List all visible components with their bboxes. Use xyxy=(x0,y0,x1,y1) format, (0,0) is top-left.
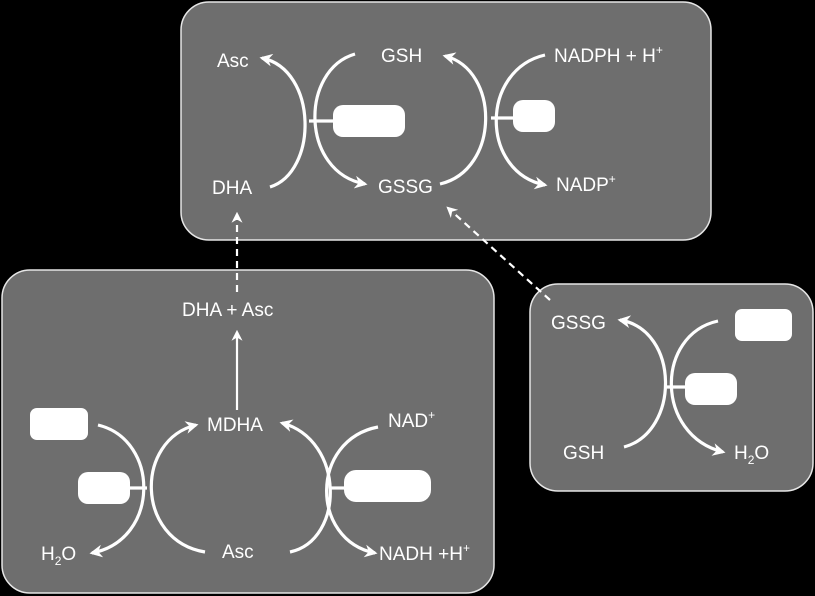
top-cycle-right xyxy=(439,52,555,190)
top-panel xyxy=(180,1,712,241)
bottom-cycle-left xyxy=(30,408,206,558)
enzyme-box-bottom-right xyxy=(344,470,431,502)
label-nadph: NADPH + H+ xyxy=(554,43,663,67)
enzyme-box-bottom-left-outer xyxy=(30,408,88,440)
top-cycle-left xyxy=(259,52,405,189)
label-mdha: MDHA xyxy=(207,415,263,436)
label-nadp: NADP+ xyxy=(556,172,616,196)
label-nad: NAD+ xyxy=(388,408,435,432)
label-nadh: NADH +H+ xyxy=(379,541,470,565)
label-h2o-bottom: H2O xyxy=(41,544,76,568)
right-cycle xyxy=(617,309,792,456)
label-gsh-top: GSH xyxy=(381,46,422,67)
label-dha-asc: DHA + Asc xyxy=(182,300,273,321)
enzyme-box-bottom-left-inner xyxy=(78,472,130,504)
label-gssg-top: GSSG xyxy=(378,177,433,198)
enzyme-box-right-outer xyxy=(735,309,792,341)
label-dha-top: DHA xyxy=(212,178,252,199)
dashed-arrow-to-gssg xyxy=(446,206,551,301)
label-asc-top: Asc xyxy=(217,51,249,72)
label-asc-bottom: Asc xyxy=(222,542,254,563)
enzyme-box-top-right xyxy=(513,100,555,132)
enzyme-box-top-left xyxy=(333,105,405,137)
label-gssg-right: GSSG xyxy=(551,313,606,334)
bottom-cycle-right xyxy=(279,419,431,558)
label-gsh-right: GSH xyxy=(563,443,604,464)
enzyme-box-right-inner xyxy=(685,373,737,405)
label-h2o-right: H2O xyxy=(734,443,769,467)
bottom-left-panel xyxy=(1,269,495,594)
